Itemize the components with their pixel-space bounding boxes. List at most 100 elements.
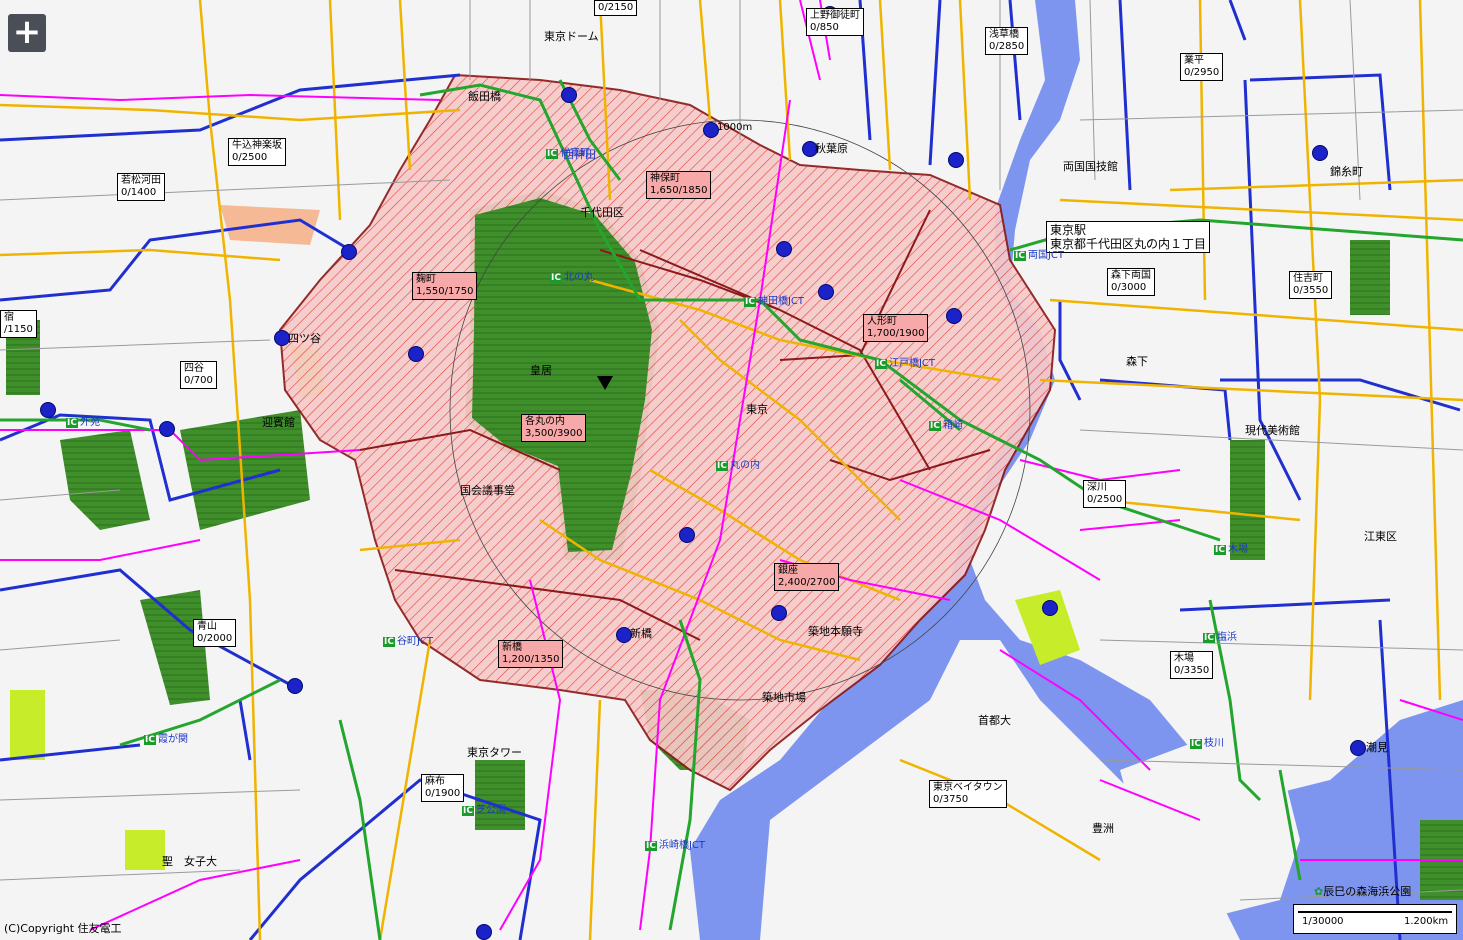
station-marker[interactable] xyxy=(274,330,290,346)
station-marker[interactable] xyxy=(802,141,818,157)
station-marker[interactable] xyxy=(948,152,964,168)
place-toyosu[interactable]: 豊洲 xyxy=(1092,822,1114,835)
price-box-value: 0/1400 xyxy=(121,187,157,198)
station-marker[interactable] xyxy=(776,241,792,257)
ic-label: 代官町 xyxy=(559,148,590,159)
price-box-line: 若松河田 xyxy=(121,175,161,186)
ic-label: 江戸橋JCT xyxy=(888,358,936,369)
station-marker[interactable] xyxy=(40,402,56,418)
place-kinshicho[interactable]: 錦糸町 xyxy=(1330,165,1363,178)
place-tokyo-st[interactable]: 東京 xyxy=(746,403,768,416)
place-shimbashi-st[interactable]: 新橋 xyxy=(630,627,652,640)
station-marker[interactable] xyxy=(703,122,719,138)
station-marker[interactable] xyxy=(679,527,695,543)
station-marker[interactable] xyxy=(476,924,492,940)
yellow-area-3 xyxy=(125,830,165,870)
place-shiomi[interactable]: 潮見 xyxy=(1366,741,1388,754)
station-marker[interactable] xyxy=(818,284,834,300)
price-box-line: 宿 xyxy=(4,312,14,323)
place-akihabara[interactable]: 秋葉原 xyxy=(815,142,848,155)
station-marker[interactable] xyxy=(1312,145,1328,161)
place-koto-ku: 江東区 xyxy=(1364,530,1397,543)
station-marker[interactable] xyxy=(616,627,632,643)
price-box-value: 0/2850 xyxy=(989,41,1025,52)
station-marker[interactable] xyxy=(1350,740,1366,756)
ic-badge-icon: IC xyxy=(550,273,562,283)
station-marker[interactable] xyxy=(408,346,424,362)
price-box-line: 深川 xyxy=(1087,482,1107,493)
copyright-notice: (C)Copyright 住友電工 xyxy=(4,922,122,935)
station-marker[interactable] xyxy=(561,87,577,103)
station-marker[interactable] xyxy=(946,308,962,324)
place-iidabashi[interactable]: 飯田橋 xyxy=(468,90,501,103)
station-marker[interactable] xyxy=(1042,600,1058,616)
ic-badge-icon: IC xyxy=(744,297,756,307)
location-pin-icon[interactable] xyxy=(597,376,613,390)
price-box-value: 0/2500 xyxy=(1087,494,1123,505)
ic-label: 神田橋JCT xyxy=(757,296,805,307)
price-box-line: 浅草橋 xyxy=(989,29,1019,40)
price-box-value: 1,550/1750 xyxy=(416,286,474,297)
place-morishita[interactable]: 森下 xyxy=(1126,355,1148,368)
ic-label: 塩浜 xyxy=(1216,632,1237,643)
price-box-line: 森下両国 xyxy=(1111,270,1151,281)
distance-ring-label: 1000m xyxy=(717,122,753,133)
station-marker[interactable] xyxy=(341,244,357,260)
place-yotsuya-st[interactable]: 四ツ谷 xyxy=(288,332,321,345)
price-box-line: 新橋 xyxy=(502,642,522,653)
scale-bar-line xyxy=(1298,911,1452,913)
park-icon: ✿ xyxy=(1314,885,1324,898)
zoom-in-button[interactable]: + xyxy=(8,14,46,52)
ic-badge-icon: IC xyxy=(144,735,156,745)
station-marker[interactable] xyxy=(287,678,303,694)
station-marker[interactable] xyxy=(771,605,787,621)
price-box-value: 0/3750 xyxy=(933,794,969,805)
place-kokkai: 国会議事堂 xyxy=(460,484,515,497)
station-marker[interactable] xyxy=(159,421,175,437)
ic-label: 箱崎 xyxy=(942,420,963,431)
price-box-shinjuku[interactable]: 宿/1150 xyxy=(0,310,37,338)
price-box-value: 0/2150 xyxy=(598,2,634,13)
place-tokyo-tower: 東京タワー xyxy=(467,746,522,759)
sumida-river xyxy=(690,0,1463,940)
place-nishi-kanda[interactable]: 西神田 xyxy=(563,148,596,161)
ic-label: 谷町JCT xyxy=(396,636,434,647)
price-box-top-2150[interactable]: 0/2150 xyxy=(594,0,638,16)
